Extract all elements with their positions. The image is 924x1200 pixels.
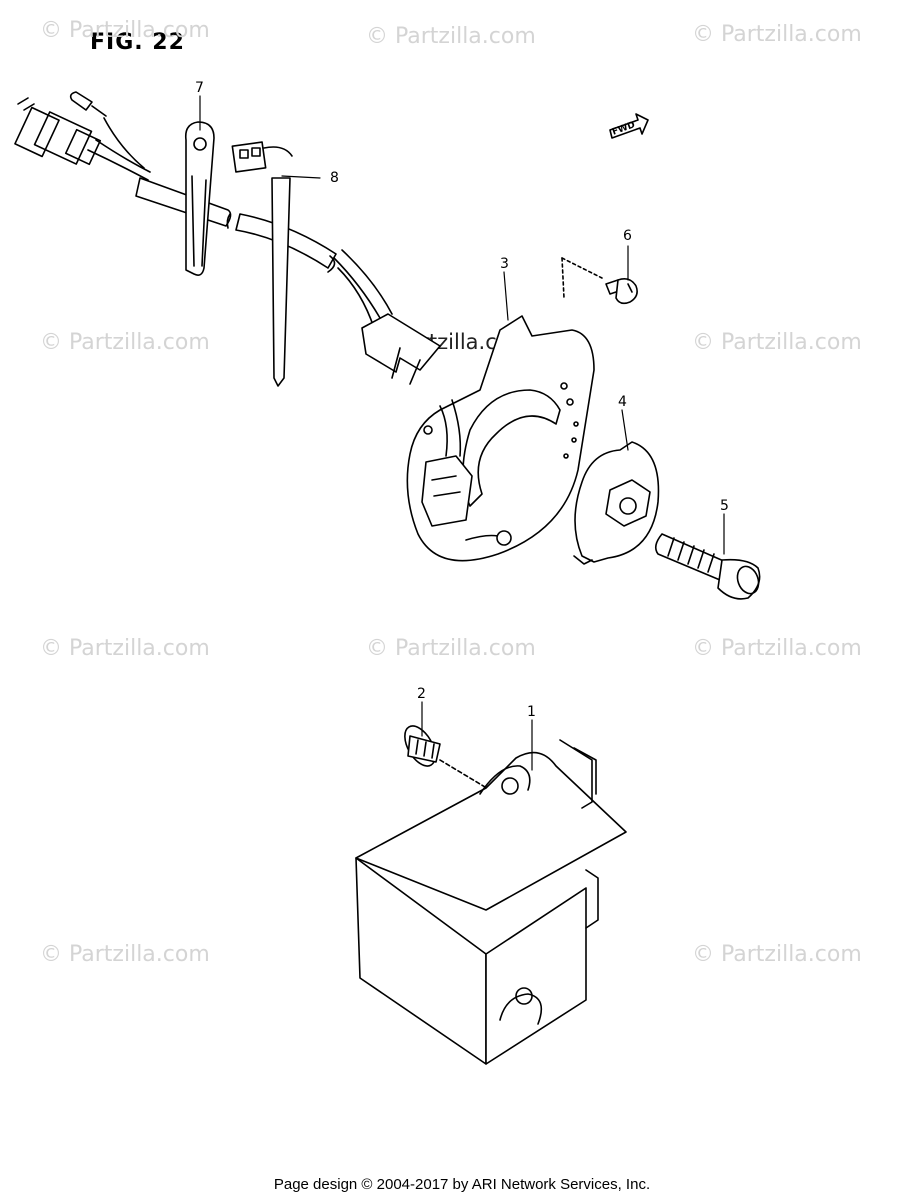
callout-8: 8 <box>330 170 339 186</box>
watermark: © Partzilla.com <box>692 636 862 661</box>
callout-1: 1 <box>527 704 536 720</box>
fwd-arrow-icon <box>609 113 649 139</box>
part-5-bolt <box>654 533 761 600</box>
watermark: © Partzilla.com <box>692 942 862 967</box>
part-7-clamp <box>184 121 215 276</box>
footer-copyright: Page design © 2004-2017 by ARI Network S… <box>273 1176 651 1193</box>
figure-title: FIG. 22 <box>90 30 185 55</box>
watermark: © Partzilla.com <box>40 636 210 661</box>
part-2-screw <box>404 725 441 767</box>
leader-lines <box>199 95 725 771</box>
watermark: © Partzilla.com <box>40 942 210 967</box>
callout-3: 3 <box>500 256 509 272</box>
wire-harness <box>14 91 441 385</box>
watermark: © Partzilla.com <box>692 22 862 47</box>
part-4-rotor <box>573 441 660 565</box>
callout-5: 5 <box>720 498 729 514</box>
watermark: © Partzilla.com <box>40 330 210 355</box>
watermark: © Partzilla.com <box>40 18 210 43</box>
part-3-stator-plate <box>406 315 595 562</box>
callout-7: 7 <box>195 80 204 96</box>
callout-2: 2 <box>417 686 426 702</box>
part-1-cdi-unit <box>355 739 627 1065</box>
callout-4: 4 <box>618 394 627 410</box>
part-8-probe <box>231 141 293 387</box>
callout-6: 6 <box>623 228 632 244</box>
part-6-screw <box>605 278 638 305</box>
watermark: © Partzilla.com <box>366 636 536 661</box>
watermark: © Partzilla.com <box>366 24 536 49</box>
watermark: © Partzilla.com <box>692 330 862 355</box>
